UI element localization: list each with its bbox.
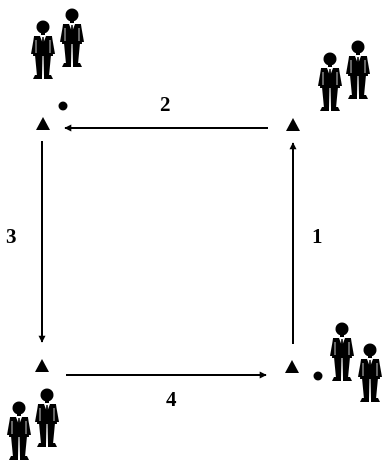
player xyxy=(317,52,343,112)
player xyxy=(34,388,60,448)
player xyxy=(345,40,371,100)
ball-icon xyxy=(313,371,323,381)
triangle-cone-icon xyxy=(35,359,49,372)
player-group-bottom-left xyxy=(6,388,60,461)
player xyxy=(357,343,383,403)
triangle-cone-icon xyxy=(285,360,299,373)
step-label-1: 1 xyxy=(312,224,323,248)
step-label-3: 3 xyxy=(6,224,17,248)
step-label-2: 2 xyxy=(160,92,171,116)
ball-icon xyxy=(58,101,68,111)
triangle-cone-icon xyxy=(286,118,300,131)
step-label-4: 4 xyxy=(166,387,177,411)
player-group-top-left xyxy=(30,8,85,80)
triangle-cone-icon xyxy=(36,117,50,130)
player-group-bottom-right xyxy=(329,322,383,403)
player xyxy=(30,20,56,80)
player xyxy=(59,8,85,68)
player-group-top-right xyxy=(317,40,371,112)
player xyxy=(329,322,355,382)
player xyxy=(6,401,32,461)
